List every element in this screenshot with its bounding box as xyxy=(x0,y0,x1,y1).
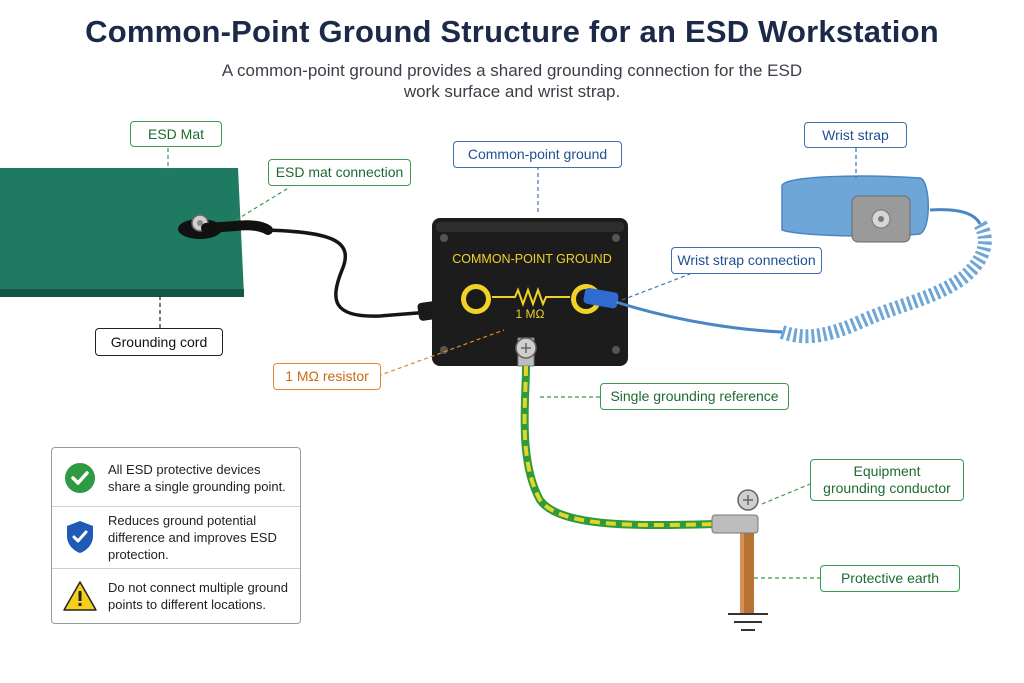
page-subtitle: A common-point ground provides a shared … xyxy=(221,61,803,101)
label-resistor: 1 MΩ resistor xyxy=(273,363,381,390)
wrist-strap-band xyxy=(781,175,929,243)
info-row-reduces-potential: Reduces ground potential difference and … xyxy=(52,510,300,564)
box-label: COMMON-POINT GROUND xyxy=(452,252,612,266)
info-row-shared-point: All ESD protective devices share a singl… xyxy=(52,454,300,502)
label-common-point-ground: Common-point ground xyxy=(453,141,622,168)
info-panel: All ESD protective devices share a singl… xyxy=(51,447,301,624)
label-mat-connection: ESD mat connection xyxy=(268,159,411,186)
mat-snap-connector xyxy=(178,214,273,239)
info-row-warning: Do not connect multiple ground points to… xyxy=(52,572,300,620)
check-circle-icon xyxy=(65,463,95,493)
label-esd-mat: ESD Mat xyxy=(130,121,222,147)
warning-triangle-icon xyxy=(63,581,97,611)
label-protective-earth: Protective earth xyxy=(820,565,960,592)
info-divider xyxy=(52,568,300,569)
info-divider xyxy=(52,506,300,507)
box-ground-stud xyxy=(515,337,537,367)
label-wrist-strap: Wrist strap xyxy=(804,122,907,148)
info-text-warning: Do not connect multiple ground points to… xyxy=(108,580,288,612)
common-point-ground-box xyxy=(432,218,628,366)
info-text-reduces-potential: Reduces ground potential difference and … xyxy=(108,512,277,562)
grounding-cord-wire xyxy=(265,228,431,318)
leader-lines xyxy=(159,148,857,579)
label-grounding-cord: Grounding cord xyxy=(95,328,223,356)
label-wrist-strap-connection: Wrist strap connection xyxy=(671,247,822,274)
label-single-grounding-reference: Single grounding reference xyxy=(600,383,789,410)
box-resistor-value: 1 MΩ xyxy=(516,307,545,321)
shield-check-icon xyxy=(67,521,93,553)
earth-rod xyxy=(711,489,768,631)
wrist-strap-cord xyxy=(583,208,992,344)
label-equipment-grounding-conductor: Equipment grounding conductor xyxy=(810,459,964,501)
esd-mat xyxy=(0,168,244,297)
page-title: Common-Point Ground Structure for an ESD… xyxy=(85,14,939,49)
info-text-shared-point: All ESD protective devices share a singl… xyxy=(108,462,286,494)
